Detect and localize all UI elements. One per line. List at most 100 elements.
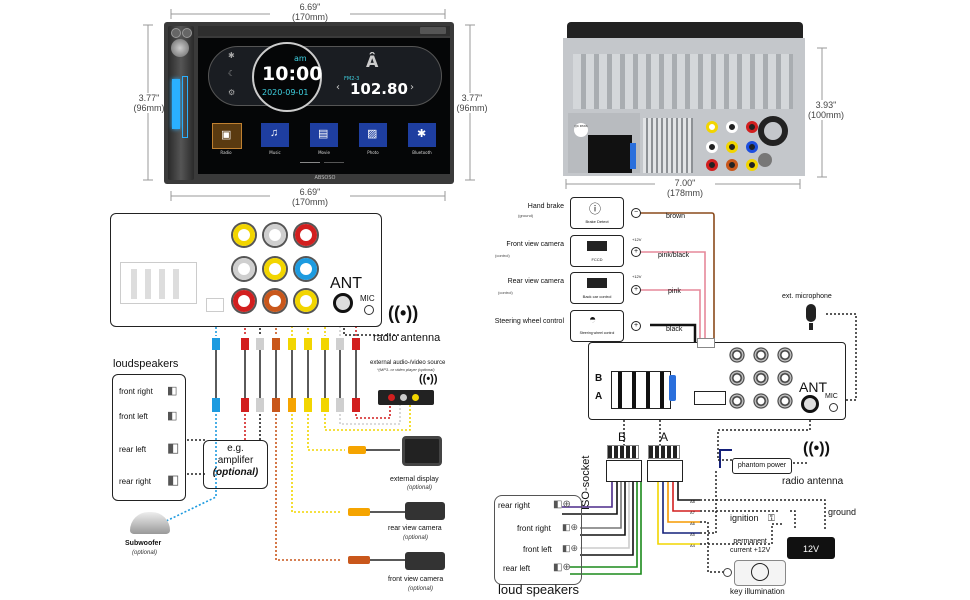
rear-camera-control-sublabel: (control)	[498, 290, 513, 295]
av-source-device	[378, 390, 434, 405]
microphone-stand	[809, 323, 813, 330]
settings-icon[interactable]: ⚙	[228, 88, 236, 97]
radio-top-bar	[198, 26, 450, 36]
speaker-icon: ◧	[167, 440, 180, 455]
pin-a8: A8	[690, 499, 695, 504]
amplifier-optional: (optional)	[212, 467, 259, 478]
wire-black	[650, 323, 697, 345]
speaker-label-front-left: front left	[119, 412, 148, 421]
rear-camera-label: rear view camera	[388, 525, 442, 532]
front-camera-control-sublabel: (control)	[495, 253, 510, 258]
wire-ignition-battery	[790, 510, 796, 530]
back-car-terminal: +	[631, 285, 641, 295]
radio-band: FM2-3	[344, 76, 360, 82]
speaker-icon: ◧	[167, 472, 180, 487]
night-mode-icon[interactable]: ☾	[228, 69, 236, 78]
antenna-socket-back	[758, 153, 772, 167]
heatsink-vent	[643, 118, 693, 173]
speaker-icon: ◧	[167, 385, 178, 397]
rca-jack	[726, 121, 738, 133]
external-display-icon	[402, 436, 442, 466]
pin-a5: A5	[690, 532, 695, 537]
front-height-right-inches: 3.77"	[461, 93, 483, 103]
speaker-label-rear-right: rear right	[119, 477, 152, 486]
prev-station-button[interactable]: ‹	[336, 82, 340, 93]
wire-front-left-minus	[580, 478, 634, 556]
speaker-icon: ◧⊕	[553, 562, 571, 573]
screen-status-panel	[208, 46, 442, 106]
antenna-socket-right	[801, 395, 819, 413]
app-photo-label: Photo	[367, 150, 379, 155]
harness-socket	[694, 391, 726, 405]
ground-label: ground	[828, 507, 857, 517]
back-height-inches: 3.93"	[815, 100, 837, 110]
wire-ext-mic	[826, 313, 857, 401]
gauge-icon	[751, 563, 769, 581]
permanent-label: permanent	[733, 538, 767, 545]
wire-pink-black	[640, 251, 706, 345]
front-width-dim: 6.69" (170mm)	[270, 2, 350, 22]
phantom-power-box: phantom power	[732, 458, 792, 474]
bluetooth-app-icon: ✱	[417, 128, 427, 140]
rca-jack	[706, 121, 718, 133]
wire-key-illumination	[700, 521, 724, 573]
loud-speakers-label: loud speakers	[498, 582, 579, 597]
front-height-left-dim: 3.77" (96mm)	[128, 93, 170, 113]
app-bluetooth-label: Bluetooth	[412, 150, 432, 155]
amplifier-box: e.g. amplifer (optional)	[203, 440, 268, 489]
movie-icon: ▤	[318, 128, 329, 140]
av-jack-yellow	[412, 394, 419, 401]
permanent-current-label: permanent current +12V	[730, 537, 770, 555]
power-button[interactable]	[171, 28, 181, 38]
app-music-label: Music	[269, 150, 281, 155]
front-camera-icon	[405, 552, 445, 570]
rear-camera-control-label: Rear view camera	[507, 278, 564, 285]
touch-screen[interactable]: ✱ ☾ ⚙ am 10:00 2020-09-01 Â FM2-3 ‹ 102.…	[198, 38, 450, 174]
amplifier-eg: e.g.	[227, 443, 244, 454]
iso-pins	[131, 269, 185, 299]
connector-b-label: B	[595, 373, 603, 384]
app-movie-tile[interactable]: ▤	[310, 123, 338, 147]
radio-frequency: 102.80	[350, 80, 408, 98]
app-radio-tile[interactable]: ▣	[212, 123, 242, 149]
eject-slot[interactable]	[420, 27, 446, 34]
wire-ground	[700, 499, 826, 530]
app-music-tile[interactable]: ♫	[261, 123, 289, 147]
wire-rear-left-plus	[570, 478, 638, 568]
mode-button[interactable]	[182, 28, 192, 38]
ignition-label: ignition	[730, 513, 759, 523]
current-12v-label: current +12V	[730, 547, 771, 554]
av-jack-white	[400, 394, 407, 401]
subwoofer-label: Subwoofer	[125, 540, 162, 547]
key-illumination-label: key illumination	[730, 587, 785, 596]
amplifier-label: amplifer	[217, 455, 254, 466]
rca-jack-blue	[295, 258, 317, 280]
microphone-icon	[806, 304, 816, 322]
back-width-inches: 7.00"	[674, 178, 696, 188]
speaker-front-left-label: front left	[523, 545, 552, 554]
app-bluetooth-tile[interactable]: ✱	[408, 123, 436, 147]
brake-detect-box: ⓘ Brake Detect	[570, 197, 624, 229]
wire-label-brown: brown	[666, 213, 686, 220]
heat-sink-fins	[573, 54, 793, 109]
cooling-fan	[758, 116, 788, 146]
steering-terminal: +	[631, 321, 641, 331]
bluetooth-icon[interactable]: ✱	[228, 51, 235, 60]
brand-logo: ABSOSO	[314, 175, 336, 181]
pin-labels: A8 A7 A6 A5 A4	[690, 496, 695, 551]
external-display-label: external display	[390, 476, 439, 483]
front-height-left-inches: 3.77"	[138, 93, 160, 103]
back-rca-jacks	[698, 113, 778, 173]
wire-label-pink: pink	[668, 288, 681, 295]
iso-connector-area: QC PASS	[568, 113, 640, 173]
radio-antenna-label: radio antenna	[373, 332, 441, 344]
speaker-label-front-right: front right	[119, 387, 153, 396]
wire-a5	[662, 478, 700, 534]
app-photo-tile[interactable]: ▨	[359, 123, 387, 147]
next-station-button[interactable]: ›	[410, 82, 414, 93]
wire-front-right-minus	[580, 478, 626, 536]
mic-label: MIC	[360, 294, 375, 303]
loudspeakers-title: loudspeakers	[113, 358, 179, 370]
front-width-inches: 6.69"	[299, 2, 321, 12]
volume-knob[interactable]	[171, 39, 189, 57]
